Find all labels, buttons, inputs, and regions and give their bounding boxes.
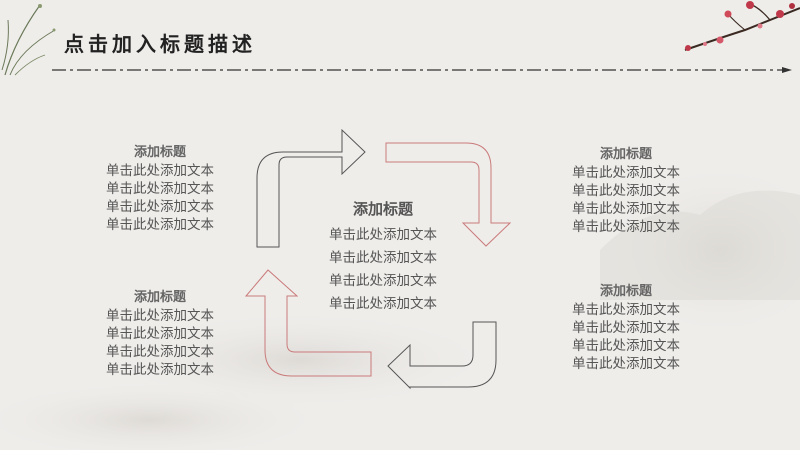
block-line: 单击此处添加文本 — [572, 356, 680, 372]
block-heading: 添加标题 — [599, 147, 652, 162]
orchid-ink-decoration — [1, 4, 56, 76]
center-heading: 添加标题 — [352, 200, 413, 218]
block-line: 单击此处添加文本 — [106, 362, 214, 378]
block-line: 单击此处添加文本 — [106, 326, 214, 342]
arrow-bottom-left — [244, 269, 372, 377]
plum-blossom-branch-decoration — [684, 1, 800, 51]
arrow-top-left — [256, 128, 366, 248]
block-heading: 添加标题 — [133, 290, 186, 305]
block-heading: 添加标题 — [599, 284, 652, 299]
block-line: 单击此处添加文本 — [572, 302, 680, 318]
text-block-top-right[interactable]: 添加标题 单击此处添加文本 单击此处添加文本 单击此处添加文本 单击此处添加文本 — [556, 146, 696, 236]
center-text-block[interactable]: 添加标题 单击此处添加文本 单击此处添加文本 单击此处添加文本 单击此处添加文本 — [300, 200, 466, 316]
block-line: 单击此处添加文本 — [572, 320, 680, 336]
arrow-top-right — [385, 142, 512, 247]
title-divider-line — [52, 67, 792, 73]
center-line: 单击此处添加文本 — [329, 296, 437, 312]
text-block-top-left[interactable]: 添加标题 单击此处添加文本 单击此处添加文本 单击此处添加文本 单击此处添加文本 — [90, 144, 230, 234]
block-line: 单击此处添加文本 — [572, 201, 680, 217]
block-line: 单击此处添加文本 — [572, 219, 680, 235]
block-line: 单击此处添加文本 — [106, 217, 214, 233]
slide-title[interactable]: 点击加入标题描述 — [64, 32, 256, 56]
text-block-bottom-left[interactable]: 添加标题 单击此处添加文本 单击此处添加文本 单击此处添加文本 单击此处添加文本 — [90, 289, 230, 379]
center-line: 单击此处添加文本 — [329, 273, 437, 289]
block-line: 单击此处添加文本 — [572, 338, 680, 354]
center-line: 单击此处添加文本 — [329, 227, 437, 243]
block-line: 单击此处添加文本 — [106, 344, 214, 360]
block-line: 单击此处添加文本 — [572, 183, 680, 199]
block-line: 单击此处添加文本 — [106, 181, 214, 197]
arrow-bottom-right — [387, 321, 497, 390]
text-block-bottom-right[interactable]: 添加标题 单击此处添加文本 单击此处添加文本 单击此处添加文本 单击此处添加文本 — [556, 283, 696, 373]
center-line: 单击此处添加文本 — [329, 250, 437, 266]
block-line: 单击此处添加文本 — [106, 199, 214, 215]
block-heading: 添加标题 — [133, 145, 186, 160]
block-line: 单击此处添加文本 — [106, 308, 214, 324]
block-line: 单击此处添加文本 — [572, 165, 680, 181]
block-line: 单击此处添加文本 — [106, 163, 214, 179]
